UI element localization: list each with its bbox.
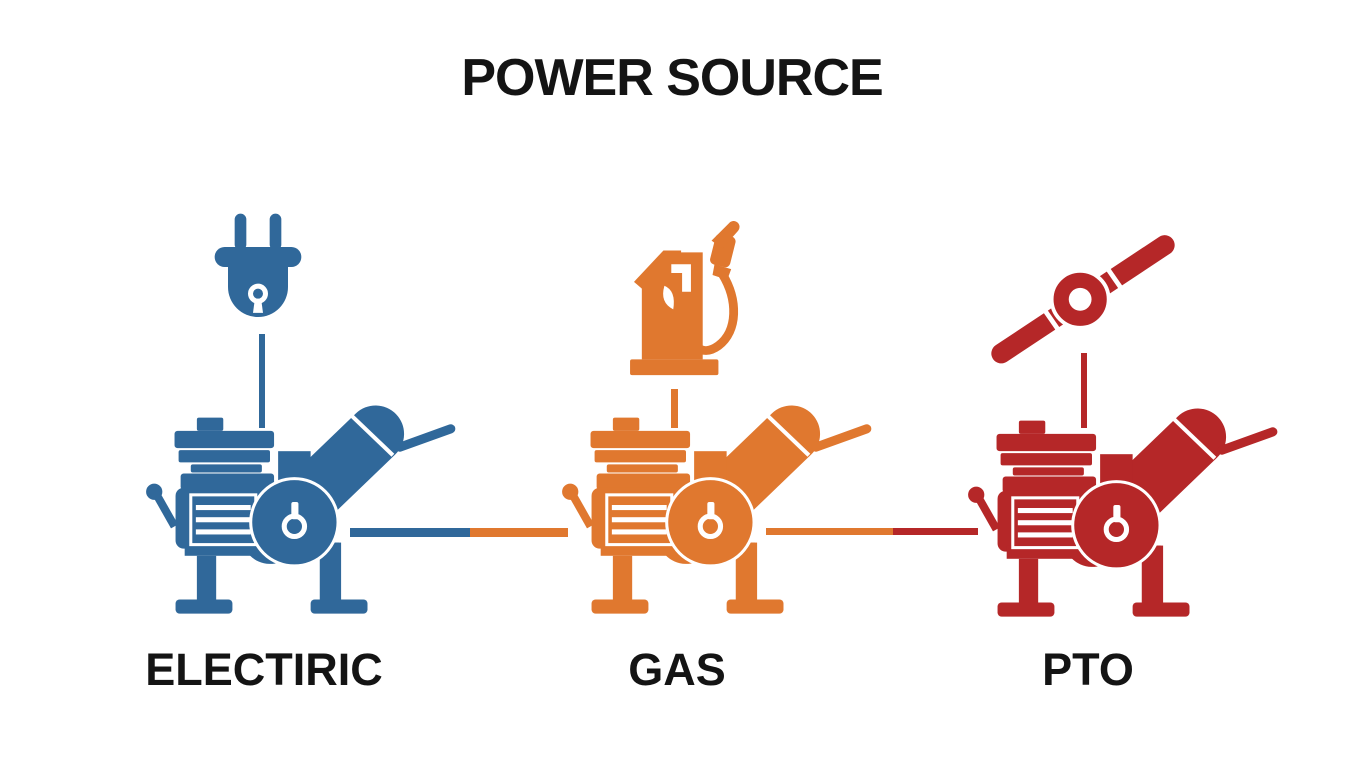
column-label-gas: GAS [628,644,726,695]
wood-chipper-icon [140,390,465,619]
power-plug-icon [208,212,308,337]
gas-pto-connector [766,528,978,535]
fuel-pump-icon [628,221,746,383]
pto-vertical-connector [1081,353,1087,428]
page-title: POWER SOURCE [461,49,883,107]
power-cord-connector [259,334,265,428]
pto-driveshaft-icon [988,224,1178,367]
column-label-pto: PTO [1042,644,1134,695]
column-label-electric: ELECTIRIC [145,644,383,695]
gas-vertical-connector [671,389,678,428]
wood-chipper-icon [556,390,881,619]
electric-gas-connector [350,528,568,537]
wood-chipper-icon [962,393,1287,622]
